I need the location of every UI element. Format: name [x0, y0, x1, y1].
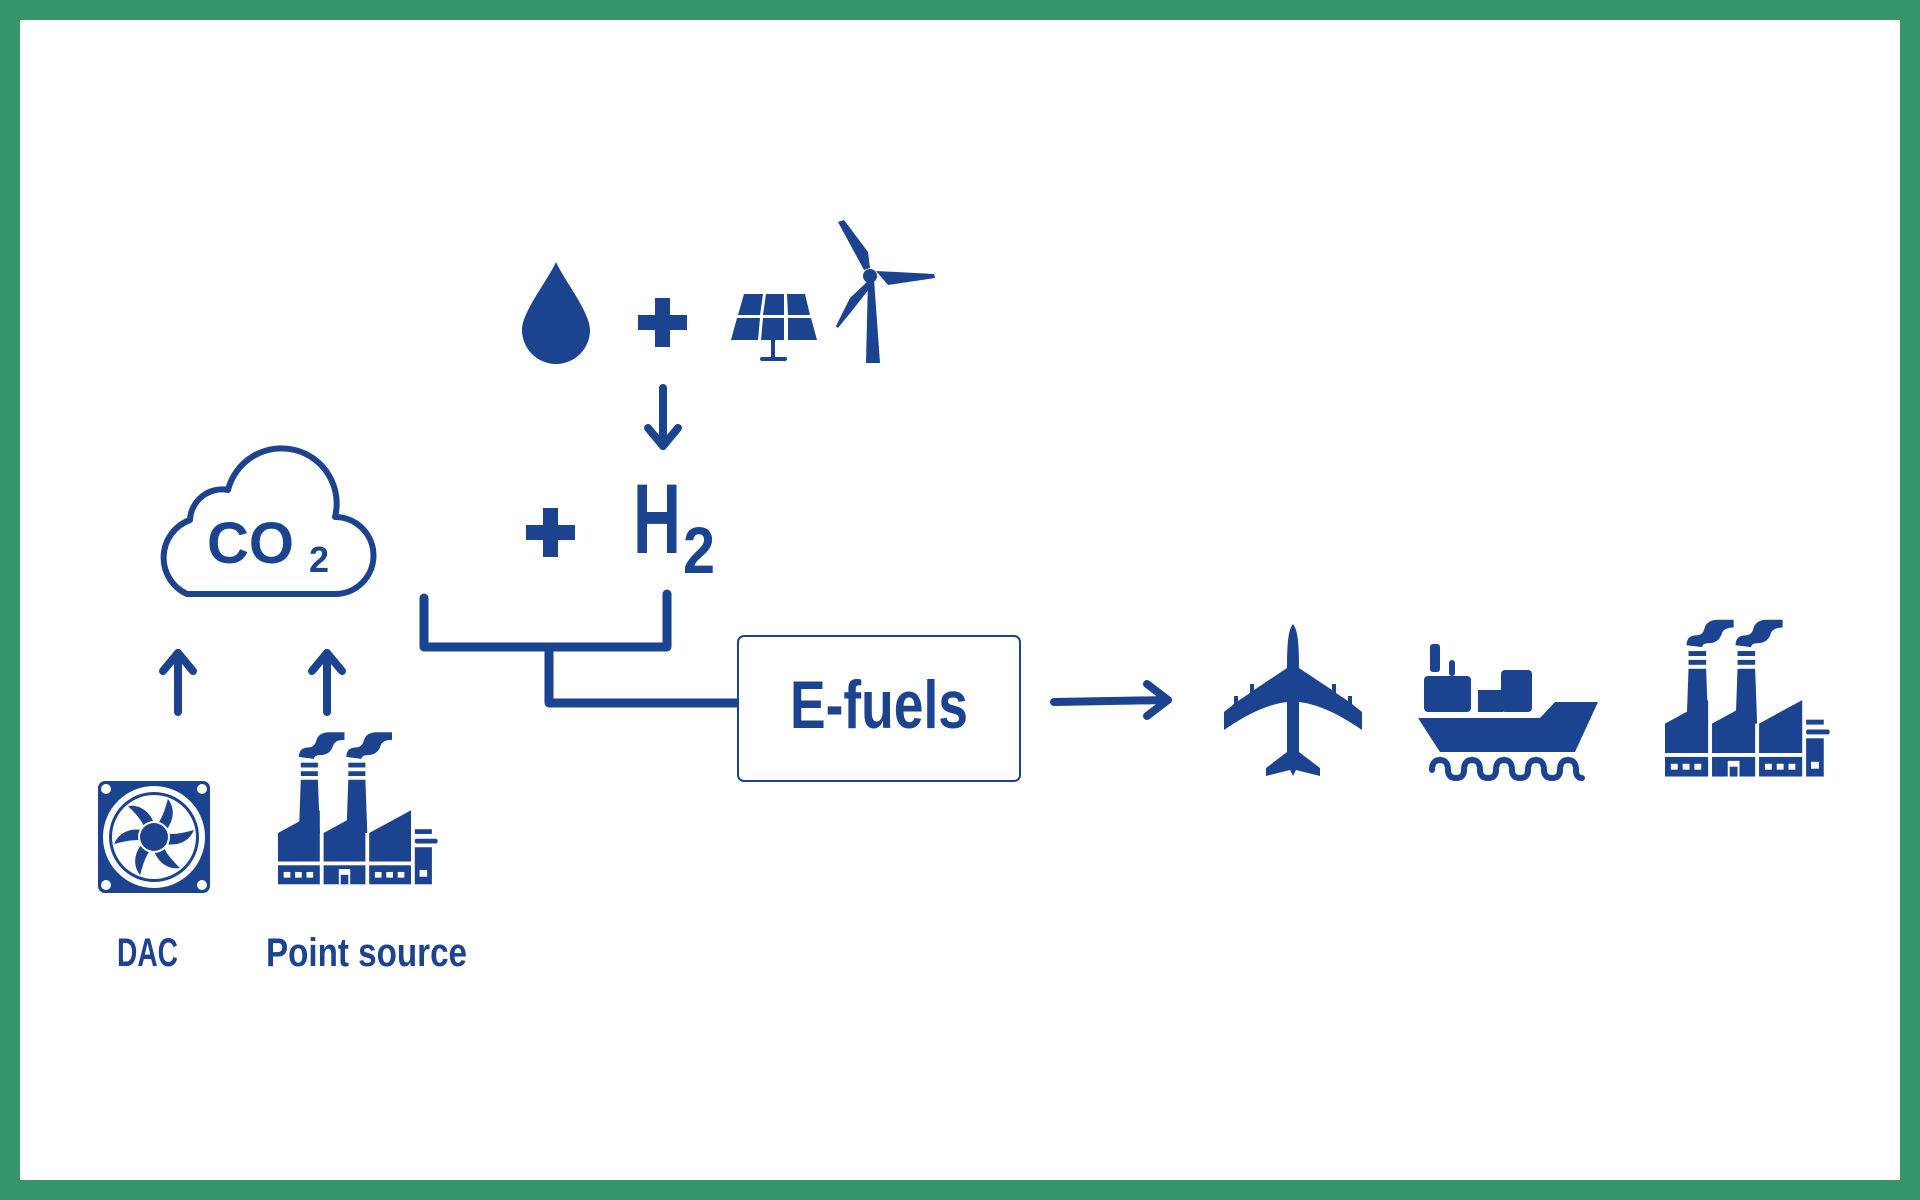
- co2-symbol: CO: [207, 511, 294, 576]
- arrow-down: [644, 384, 682, 450]
- hydrogen-symbol: H: [633, 463, 681, 574]
- water-drop-icon: [522, 262, 590, 364]
- cloud-icon: [160, 445, 377, 597]
- airplane-icon: [1224, 624, 1362, 776]
- efuels-label: E-fuels: [790, 667, 968, 743]
- factory-icon-application: [1665, 619, 1830, 777]
- fan-icon: [98, 781, 210, 893]
- solar-panel-icon: [731, 294, 817, 361]
- co2-formula: CO 2: [207, 511, 329, 580]
- dac-label: DAC: [117, 931, 178, 975]
- plus-icon-top: [638, 298, 687, 347]
- diagram-frame: [20, 20, 1900, 1180]
- plus-icon-middle: [526, 508, 575, 557]
- arrow-up-point-source: [308, 649, 346, 716]
- point-source-label: Point source: [266, 931, 467, 975]
- connector-lines: [419, 589, 744, 708]
- co2-subscript: 2: [309, 539, 329, 580]
- efuels-box: E-fuels: [737, 635, 1021, 782]
- ship-icon: [1418, 644, 1598, 782]
- hydrogen-formula: H 2: [633, 463, 715, 587]
- hydrogen-subscript: 2: [683, 513, 715, 587]
- factory-icon-source: [278, 732, 438, 885]
- wind-turbine-icon: [836, 220, 935, 363]
- arrow-right: [1050, 680, 1172, 720]
- arrow-up-dac: [159, 649, 197, 716]
